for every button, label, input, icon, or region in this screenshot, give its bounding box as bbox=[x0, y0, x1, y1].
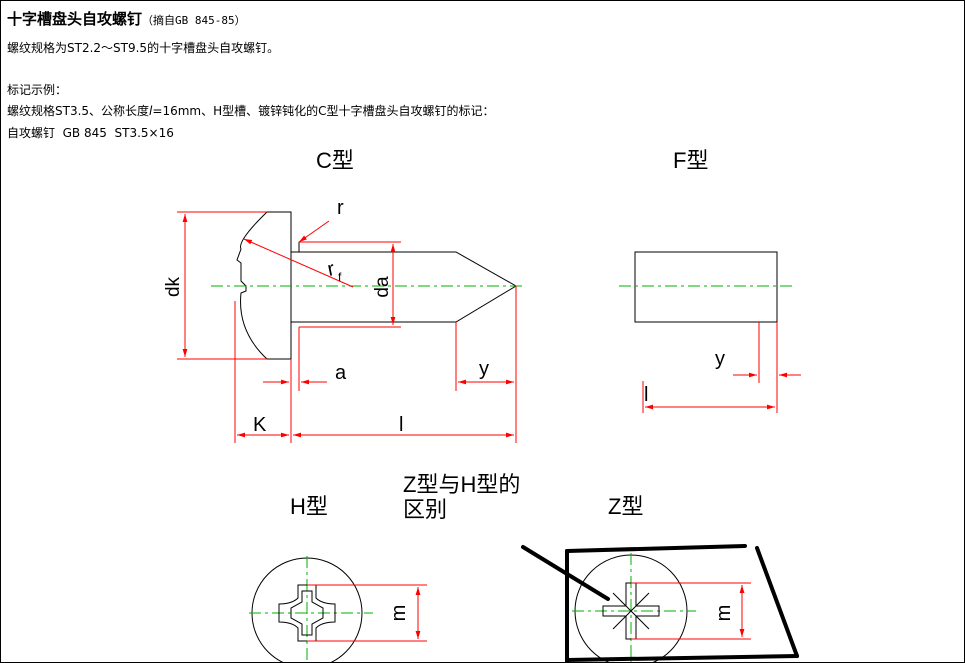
dim-r: r bbox=[337, 197, 344, 219]
h-dimension-lines bbox=[307, 584, 427, 642]
z-dimension-lines bbox=[631, 582, 751, 640]
page-title: 十字槽盘头自攻螺钉 bbox=[7, 10, 143, 28]
dim-k: K bbox=[253, 414, 267, 436]
dim-rf-sub: f bbox=[338, 270, 342, 284]
f-dimension-lines bbox=[642, 322, 801, 413]
spec-range-text: 螺纹规格为ST2.2～ST9.5的十字槽盘头自攻螺钉。 bbox=[7, 41, 280, 55]
dim-rf: r bbox=[325, 258, 336, 281]
dim-l-c: l bbox=[399, 414, 403, 436]
example-desc-var: l bbox=[149, 104, 153, 118]
dim-l-f: l bbox=[644, 384, 648, 406]
dim-y-c: y bbox=[479, 358, 489, 380]
type-h-label: H型 bbox=[290, 494, 328, 519]
z-vs-h-line2: 区别 bbox=[403, 497, 447, 522]
c-dimension-lines bbox=[177, 211, 517, 443]
type-f-label: F型 bbox=[673, 148, 708, 173]
annotation-box bbox=[521, 544, 799, 662]
example-desc-before: 螺纹规格ST3.5、公称长度 bbox=[7, 104, 150, 118]
c-dimension-texts: r r f dk da a y K l bbox=[163, 197, 489, 436]
dim-y-f: y bbox=[715, 348, 725, 370]
dim-m-z: m bbox=[713, 605, 735, 622]
example-heading: 标记示例： bbox=[7, 83, 68, 97]
dim-da: da bbox=[372, 276, 393, 298]
dim-dk: dk bbox=[163, 276, 184, 297]
h-type-head bbox=[249, 556, 373, 662]
dim-m-h: m bbox=[388, 605, 410, 622]
example-mark: 自攻螺钉 GB 845 ST3.5×16 bbox=[7, 126, 174, 140]
example-description: 螺纹规格ST3.5、公称长度l=16mm、H型槽、镀锌钝化的C型十字槽盘头自攻螺… bbox=[7, 102, 495, 119]
type-z-label: Z型 bbox=[608, 494, 643, 519]
z-type-head bbox=[572, 553, 696, 662]
type-c-label: C型 bbox=[316, 148, 354, 173]
z-vs-h-line1: Z型与H型的 bbox=[403, 472, 520, 497]
title-line: 十字槽盘头自攻螺钉（摘自GB 845-85） bbox=[7, 8, 246, 29]
dim-a: a bbox=[335, 362, 347, 384]
title-source: （摘自GB 845-85） bbox=[142, 14, 246, 27]
example-desc-after: =16mm、H型槽、镀锌钝化的C型十字槽盘头自攻螺钉的标记： bbox=[152, 104, 495, 118]
f-type-end bbox=[634, 251, 778, 323]
